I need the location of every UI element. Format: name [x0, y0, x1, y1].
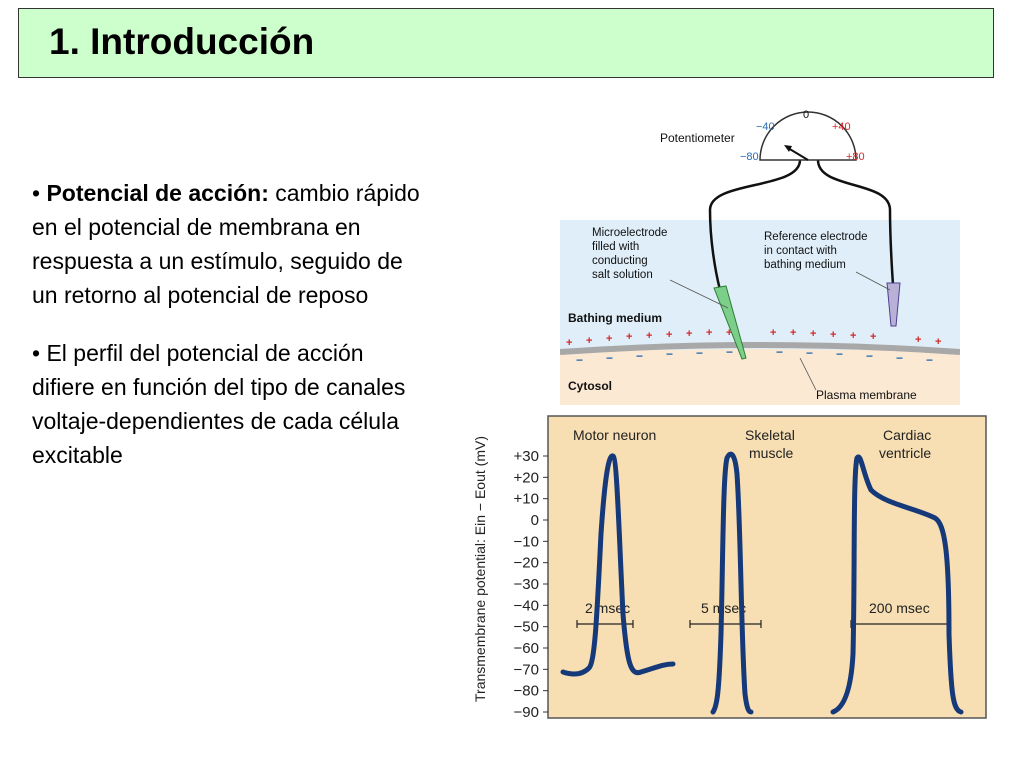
negative-charges: −−−− −−−− −−−−	[576, 345, 933, 367]
y-tick-label: −10	[514, 533, 539, 550]
y-tick-label: −40	[514, 597, 539, 614]
microelectrode-label-4: salt solution	[592, 269, 653, 281]
dial-tick-minus-40: −40	[756, 121, 775, 133]
svg-text:−: −	[776, 345, 783, 359]
y-tick-label: +20	[514, 469, 539, 486]
action-potential-chart: Transmembrane potential: Ein − Eout (mV)…	[472, 415, 987, 720]
potentiometer-label: Potentiometer	[660, 131, 735, 145]
y-tick-label: −60	[514, 640, 539, 657]
svg-text:+: +	[726, 327, 732, 339]
microelectrode-wire	[708, 159, 802, 291]
series-label-skeletal: Skeletal	[745, 427, 795, 443]
chart-ylabel: Transmembrane potential: Ein − Eout (mV)	[472, 436, 488, 702]
scale-label-200-msec: 200 msec	[869, 600, 930, 616]
plasma-membrane	[560, 342, 960, 355]
y-tick-label: −70	[514, 661, 539, 678]
reference-label-1: Reference electrode	[764, 231, 868, 243]
series-label-cardiac-2: ventricle	[879, 445, 931, 461]
y-tick-label: 0	[531, 512, 539, 529]
electrode-setup-diagram: + + + + + + + + + + + + + + + + + − − − − − − − − − − − − 0 −4…	[560, 109, 960, 405]
trace-motor-neuron	[560, 453, 676, 677]
y-tick-label: −80	[514, 683, 539, 700]
svg-text:−: −	[836, 347, 843, 361]
svg-text:+: +	[666, 329, 672, 341]
svg-text:−: −	[666, 347, 673, 361]
microelectrode-label-1: Microelectrode	[592, 227, 667, 239]
microelectrode	[713, 285, 747, 360]
svg-text:−: −	[606, 351, 613, 365]
svg-text:−: −	[926, 353, 933, 367]
title-bar: 1. Introducción	[18, 8, 994, 78]
bullet-list: • Potencial de acción: cambio rápido en …	[32, 176, 432, 496]
page-title: 1. Introducción	[49, 21, 315, 62]
bullet-item-1: • Potencial de acción: cambio rápido en …	[32, 180, 420, 308]
series-label-cardiac: Cardiac	[883, 427, 931, 443]
bullet-1-text: cambio rápido en el potencial de membran…	[32, 180, 420, 308]
reference-label-3: bathing medium	[764, 259, 846, 271]
bullet-1-bold: Potencial de acción:	[46, 180, 269, 206]
svg-text:+: +	[686, 328, 692, 340]
y-tick-label: −50	[514, 619, 539, 636]
reference-wire	[816, 159, 895, 286]
svg-text:+: +	[770, 327, 776, 339]
microelectrode-label-2: filled with	[592, 241, 639, 253]
svg-text:+: +	[586, 335, 592, 347]
svg-text:+: +	[935, 336, 941, 348]
bathing-medium-label: Bathing medium	[568, 311, 662, 325]
svg-text:+: +	[790, 327, 796, 339]
dial-tick-plus-40: +40	[832, 121, 851, 133]
trace-cardiac-ventricle	[830, 454, 964, 715]
y-tick-label: +30	[514, 448, 539, 465]
dial-tick-0: 0	[803, 109, 809, 121]
svg-text:+: +	[830, 329, 836, 341]
svg-text:−: −	[576, 353, 583, 367]
svg-text:−: −	[866, 349, 873, 363]
svg-text:+: +	[566, 337, 572, 349]
cytosol-label: Cytosol	[568, 379, 612, 393]
svg-text:+: +	[606, 333, 612, 345]
svg-text:−: −	[806, 346, 813, 360]
series-label-skeletal-2: muscle	[749, 445, 794, 461]
reference-label-2: in contact with	[764, 245, 837, 257]
svg-text:−: −	[896, 351, 903, 365]
svg-text:−: −	[696, 346, 703, 360]
svg-text:−: −	[726, 345, 733, 359]
svg-text:+: +	[870, 331, 876, 343]
svg-text:+: +	[626, 331, 632, 343]
svg-text:+: +	[810, 328, 816, 340]
svg-text:+: +	[646, 330, 652, 342]
microelectrode-label-3: conducting	[592, 255, 648, 267]
svg-text:−: −	[636, 349, 643, 363]
reference-electrode	[886, 282, 901, 327]
svg-text:+: +	[850, 330, 856, 342]
plasma-membrane-label: Plasma membrane	[816, 388, 917, 402]
y-tick-label: −90	[514, 704, 539, 720]
svg-text:+: +	[706, 327, 712, 339]
series-label-motor-neuron: Motor neuron	[573, 427, 656, 443]
y-tick-label: −20	[514, 555, 539, 572]
svg-text:+: +	[915, 334, 921, 346]
potentiometer-dial	[759, 111, 857, 161]
positive-charges: + + + + + + + + + + + + + + + + +	[566, 327, 941, 349]
dial-tick-minus-80: −80	[740, 151, 759, 163]
dial-tick-plus-80: +80	[846, 151, 865, 163]
bullet-item-2: • El perfil del potencial de acción difi…	[32, 340, 406, 468]
y-tick-label: +10	[514, 491, 539, 508]
y-tick-label: −30	[514, 576, 539, 593]
bullet-2-text: El perfil del potencial de acción difier…	[32, 340, 406, 468]
trace-skeletal-muscle	[710, 451, 754, 715]
